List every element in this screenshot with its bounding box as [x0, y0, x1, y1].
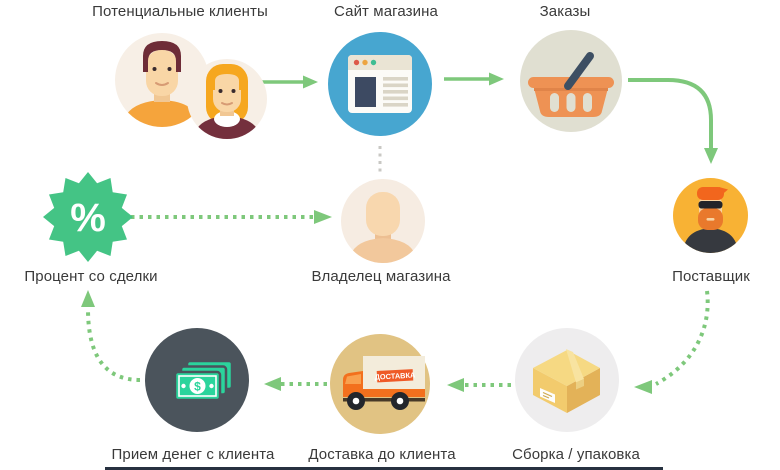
delivery-label: Доставка до клиента [308, 446, 456, 463]
box-label [540, 388, 555, 403]
cash-bills-icon: $ [145, 328, 249, 432]
browser-dot-red [353, 59, 360, 66]
percent-symbol: % [70, 196, 106, 240]
arrowhead-supplier-to-packing [634, 380, 652, 394]
owner-avatar-icon [341, 179, 425, 263]
orders-label: Заказы [539, 3, 591, 20]
node-owner [341, 179, 425, 263]
box-tape [566, 349, 584, 383]
browser-text-lines [383, 77, 408, 107]
basket-handle [564, 52, 594, 90]
basket-slots [550, 93, 592, 112]
dollar-sign: $ [194, 379, 201, 393]
arrowhead-packing-to-delivery [447, 378, 464, 392]
browser-dot-green [370, 59, 377, 66]
delivery-truck-icon: ДОСТАВКА [330, 334, 430, 434]
dotted-money-to-percent [86, 308, 141, 382]
arrowhead-orders-to-supplier [704, 148, 718, 164]
supplier-label: Поставщик [672, 268, 750, 285]
two-customers-icon [115, 33, 267, 139]
node-orders [520, 30, 622, 132]
percent-badge-icon: % [43, 172, 133, 262]
node-website [328, 32, 432, 136]
man-avatar [115, 33, 209, 127]
clients-label: Потенциальные клиенты [92, 3, 268, 20]
arrowhead-money-to-percent [81, 290, 95, 307]
truck-sign: ДОСТАВКА [374, 369, 416, 383]
dotted-supplier-to-packing [655, 290, 710, 386]
money-label: Прием денег с клиента [111, 446, 275, 463]
woman-avatar [187, 59, 267, 139]
truck-sign-text: ДОСТАВКА [374, 371, 416, 382]
browser-window-icon [328, 32, 432, 136]
arrowhead-website-to-orders [489, 72, 504, 86]
shopping-basket-icon [520, 30, 622, 132]
arrowhead-percent-to-owner [314, 210, 332, 224]
node-supplier [673, 178, 748, 253]
website-label: Сайт магазина [334, 3, 438, 20]
bill-stack: $ [173, 359, 234, 402]
owner-label: Владелец магазина [311, 268, 451, 285]
node-delivery: ДОСТАВКА [330, 334, 430, 434]
arrowhead-clients-to-website [303, 75, 318, 89]
node-packing [515, 328, 619, 432]
truck-windshield [345, 374, 361, 384]
percent-label: Процент со сделки [24, 268, 158, 285]
browser-dot-orange [362, 59, 368, 66]
arrowhead-delivery-to-money [264, 377, 281, 391]
node-percent: % [42, 171, 134, 263]
node-money: $ [145, 328, 249, 432]
footer-bar [105, 467, 663, 470]
package-box-icon [515, 328, 619, 432]
supplier-avatar-icon [673, 178, 748, 253]
truck-wheels [347, 392, 409, 410]
node-clients [110, 28, 270, 146]
packing-label: Сборка / упаковка [512, 446, 640, 463]
arrow-orders-to-supplier [628, 78, 713, 149]
sunglasses [698, 201, 723, 209]
